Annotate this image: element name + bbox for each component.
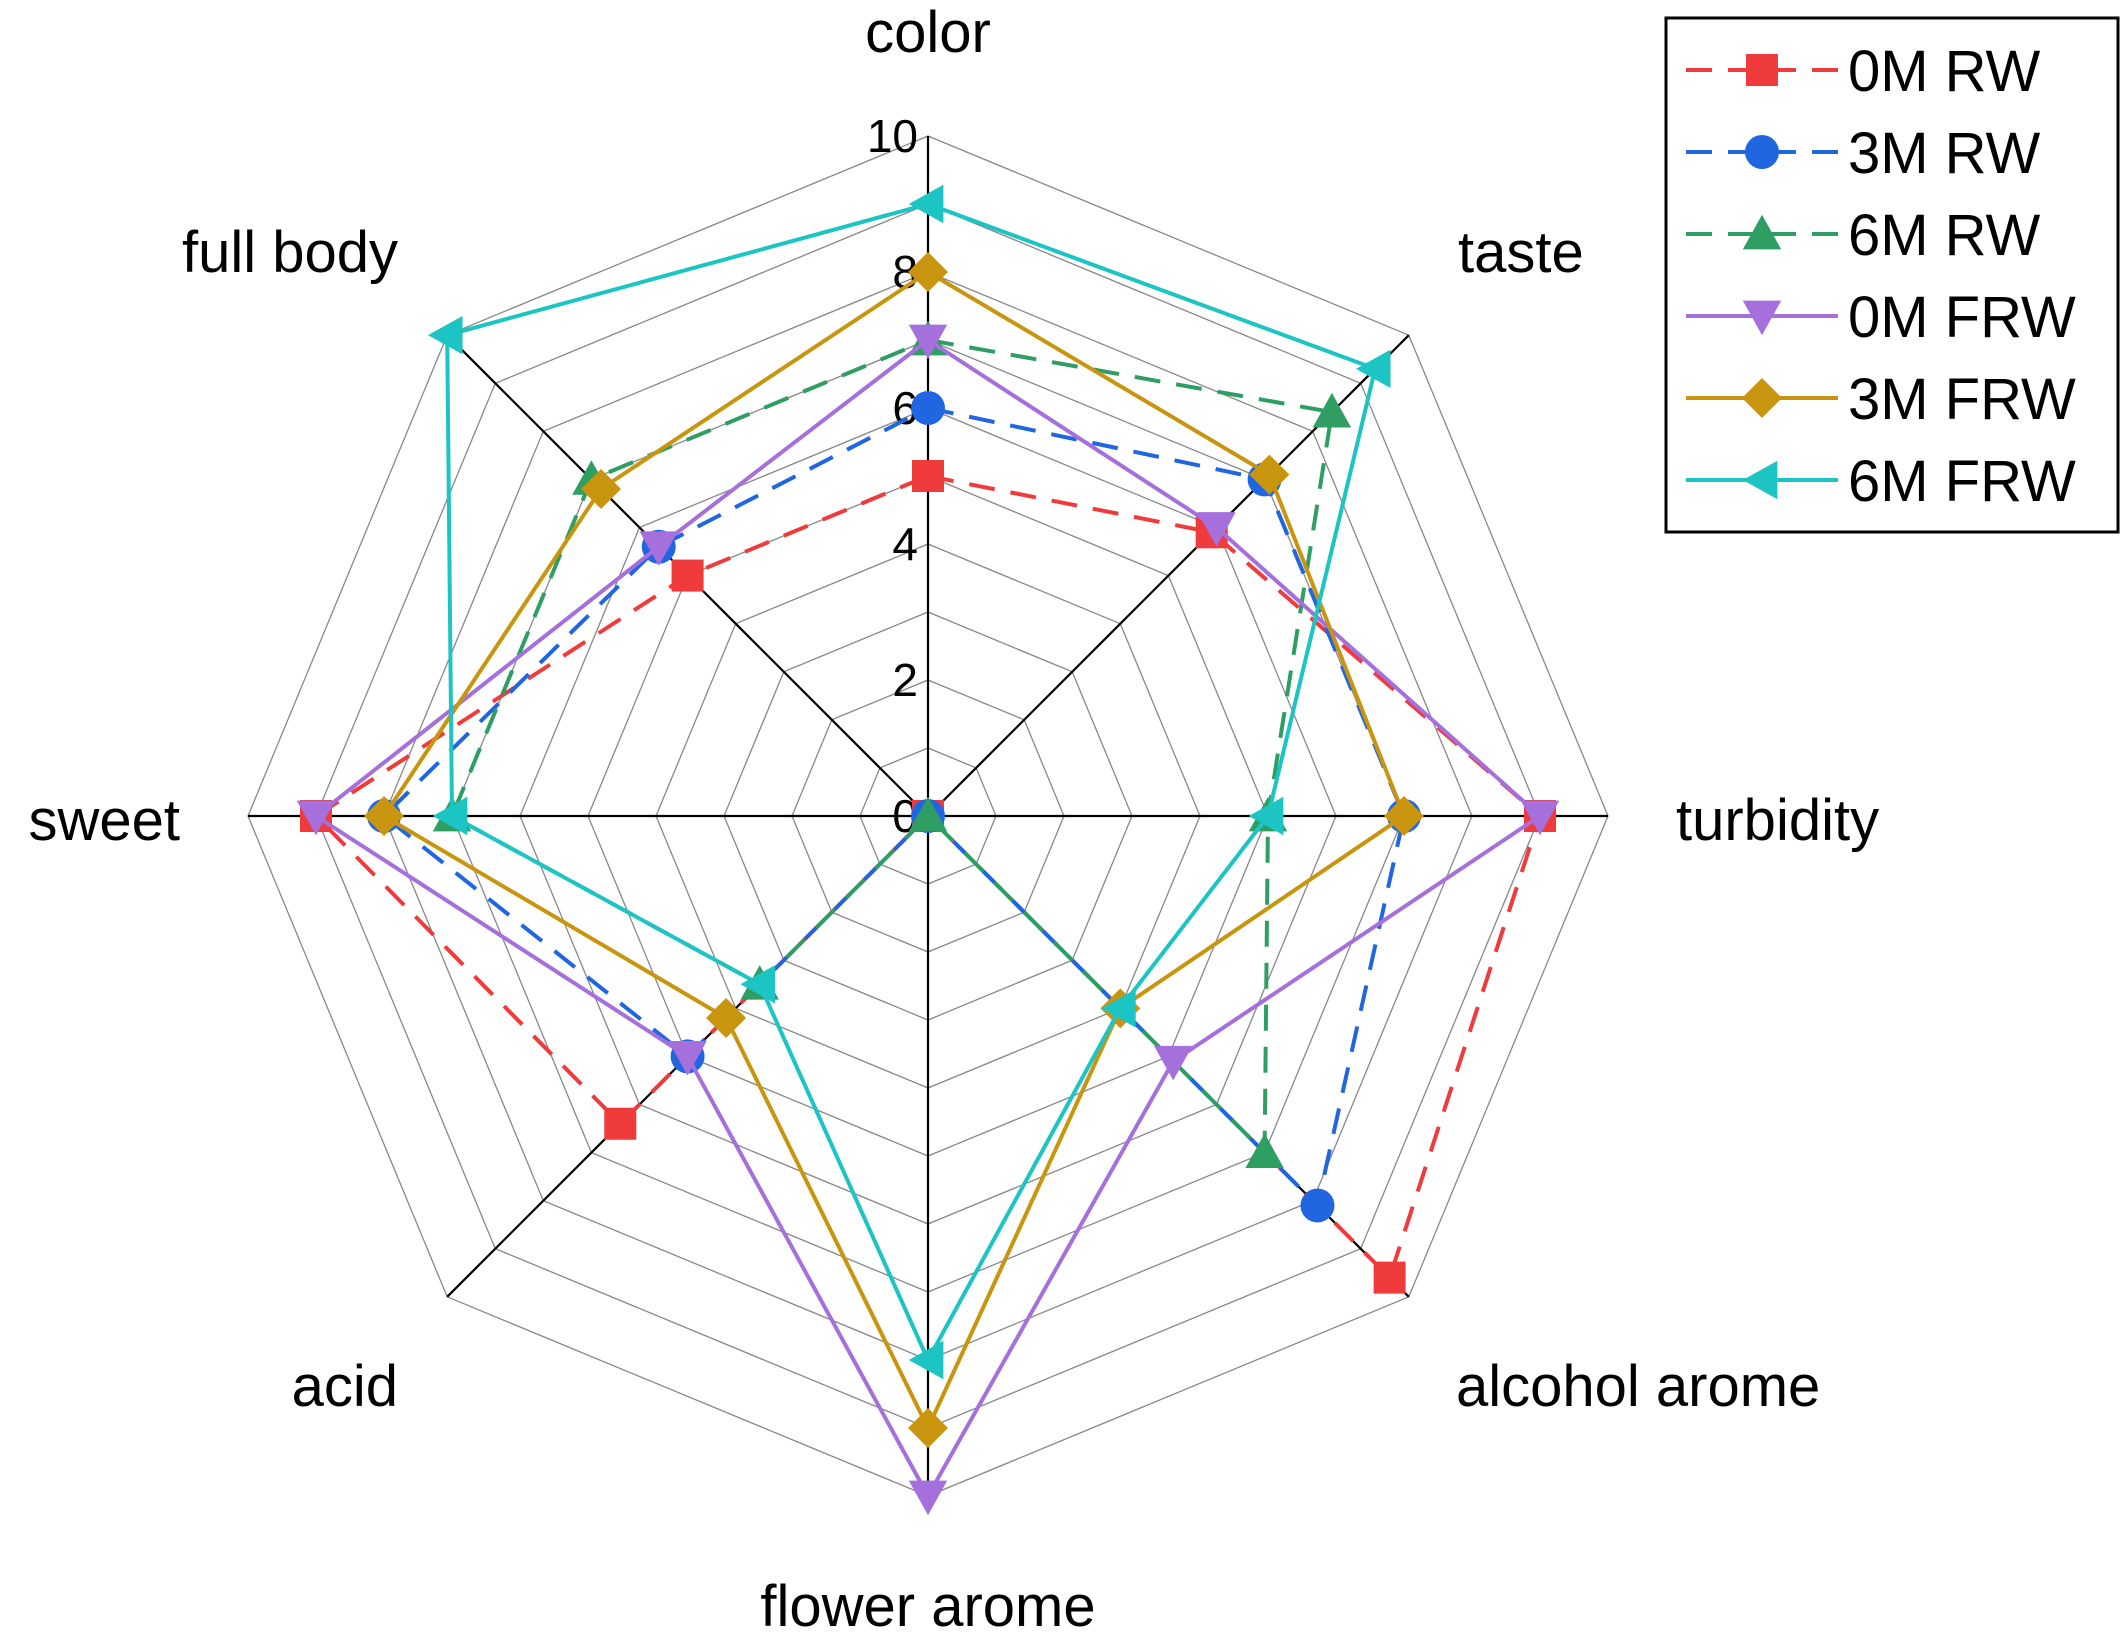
legend-marker-3m-rw (1745, 135, 1779, 169)
legend-label-6m-frw: 6M FRW (1848, 449, 2076, 514)
point-6m-frw-alcohol-arome (1101, 989, 1136, 1028)
point-6m-frw-flower-arome (908, 1340, 944, 1380)
point-0m-rw-color (912, 460, 944, 492)
point-0m-rw-alcohol-arome (1373, 1261, 1406, 1294)
legend: 0M RW 3M RW 6M RW 0M FRW 3M FRW 6M FRW (1664, 16, 2120, 534)
legend-item-6m-frw: 6M FRW (1686, 449, 2076, 514)
legend-marker-0m-rw (1746, 54, 1778, 86)
axis-label-turbidity: turbidity (1676, 788, 1879, 853)
tick-label-4: 4 (892, 518, 918, 570)
legend-label-0m-frw: 0M FRW (1848, 285, 2076, 350)
legend-item-3m-rw: 3M RW (1686, 121, 2041, 186)
series-0m-frw (296, 324, 1560, 1516)
legend-label-6m-rw: 6M RW (1848, 203, 2041, 268)
point-0m-frw-full-body (639, 531, 678, 566)
axis-label-color: color (865, 0, 991, 65)
point-6m-frw-sweet (432, 796, 468, 836)
point-3m-frw-sweet (364, 796, 404, 836)
point-0m-frw-flower-arome (908, 1480, 948, 1516)
point-0m-frw-sweet (296, 800, 336, 836)
point-0m-frw-acid (668, 1041, 707, 1076)
point-0m-rw-full-body (671, 559, 704, 592)
point-3m-rw-color (911, 391, 945, 425)
axis-label-alcohol-arome: alcohol arome (1456, 1354, 1820, 1419)
point-0m-frw-taste (1197, 512, 1236, 547)
point-6m-frw-turbidity (1248, 796, 1284, 836)
legend-item-6m-rw: 6M RW (1686, 203, 2041, 268)
legend-item-0m-rw: 0M RW (1686, 39, 2041, 104)
point-6m-frw-taste (1355, 349, 1391, 389)
axis-label-sweet: sweet (28, 788, 180, 853)
axis-labels: color taste turbidity alcohol arome flower a… (28, 0, 1879, 1632)
point-3m-frw-taste (1249, 454, 1290, 495)
point-0m-rw-acid (604, 1107, 637, 1140)
point-0m-frw-color (908, 324, 948, 360)
point-3m-frw-flower-arome (908, 1408, 948, 1448)
axis-label-taste: taste (1458, 220, 1584, 285)
point-3m-frw-turbidity (1384, 796, 1424, 836)
tick-label-2: 2 (892, 654, 918, 706)
series-line-6m-rw (450, 338, 1334, 1155)
legend-marker-6m-frw (1742, 460, 1778, 500)
axis-label-flower-arome: flower arome (760, 1574, 1095, 1632)
point-3m-frw-acid (706, 997, 747, 1038)
legend-item-0m-frw: 0M FRW (1686, 285, 2076, 350)
legend-marker-3m-frw (1742, 378, 1782, 418)
legend-label-3m-frw: 3M FRW (1848, 367, 2076, 432)
legend-box (1664, 16, 2120, 534)
series-line-6m-frw (445, 202, 1378, 1362)
point-6m-frw-acid (740, 965, 776, 1004)
series-6m-rw (432, 320, 1352, 1168)
legend-item-3m-frw: 3M FRW (1686, 367, 2076, 432)
point-6m-frw-color (908, 184, 944, 224)
legend-label-0m-rw: 0M RW (1848, 39, 2041, 104)
point-0m-frw-turbidity (1520, 800, 1560, 836)
series-6m-frw (427, 184, 1391, 1380)
legend-marker-0m-frw (1742, 300, 1782, 336)
tick-label-10: 10 (867, 110, 918, 162)
axis-label-full-body: full body (182, 220, 398, 285)
point-6m-rw-flower-arome (908, 796, 948, 832)
legend-label-3m-rw: 3M RW (1848, 121, 2041, 186)
point-6m-rw-alcohol-arome (1245, 1133, 1284, 1168)
legend-marker-6m-rw (1742, 214, 1782, 250)
point-3m-rw-alcohol-arome (1300, 1188, 1335, 1223)
point-3m-frw-full-body (581, 469, 622, 510)
axis-label-acid: acid (292, 1354, 398, 1419)
point-3m-frw-color (908, 252, 948, 292)
series-layer (296, 184, 1560, 1516)
point-0m-frw-alcohol-arome (1154, 1045, 1193, 1081)
point-6m-frw-full-body (427, 315, 463, 355)
point-6m-rw-taste (1312, 392, 1352, 428)
